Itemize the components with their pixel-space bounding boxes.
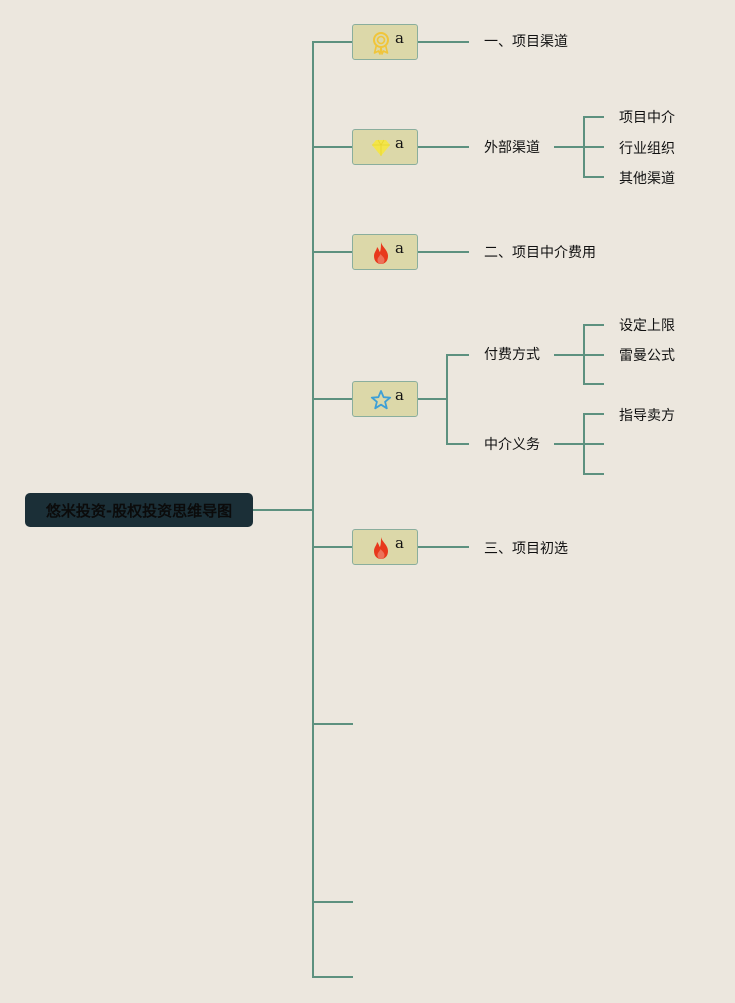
root-topic-title: 悠米投资-股权投资思维导图 [45,501,233,520]
branch-badge-text: a [395,134,404,152]
branch-badge-3[interactable]: a [352,234,418,270]
branch-badge-text: a [395,29,404,47]
leaf-label[interactable]: 雷曼公式 [619,348,675,364]
leaf-label[interactable]: 行业组织 [619,141,675,157]
branch-badge-5[interactable]: a [352,529,418,565]
sub-topic-label[interactable]: 付费方式 [484,347,540,363]
branch-badge-text: a [395,239,404,257]
branch-label-3[interactable]: 二、项目中介费用 [484,245,596,261]
branch-badge-text: a [395,386,404,404]
sub-topic-label[interactable]: 中介义务 [484,437,540,453]
diamond-icon [372,139,390,156]
branch-badge-2[interactable]: a [352,129,418,165]
branch-badge-text: a [395,534,404,552]
award-medal-icon [373,32,389,55]
fire-icon [374,537,388,559]
root-topic[interactable]: 悠米投资-股权投资思维导图 [25,493,253,527]
branch-badge-1[interactable]: a [352,24,418,60]
leaf-label[interactable]: 其他渠道 [619,171,675,187]
branch-label-1[interactable]: 一、项目渠道 [484,34,568,50]
branch-label-5[interactable]: 三、项目初选 [484,541,568,557]
branch-badge-4[interactable]: a [352,381,418,417]
leaf-label[interactable]: 指导卖方 [619,408,675,424]
branch-label-2[interactable]: 外部渠道 [484,140,540,156]
leaf-label[interactable]: 项目中介 [619,110,675,126]
fire-icon [374,242,388,264]
star-outline-icon [370,390,392,410]
leaf-label[interactable]: 设定上限 [619,318,675,334]
